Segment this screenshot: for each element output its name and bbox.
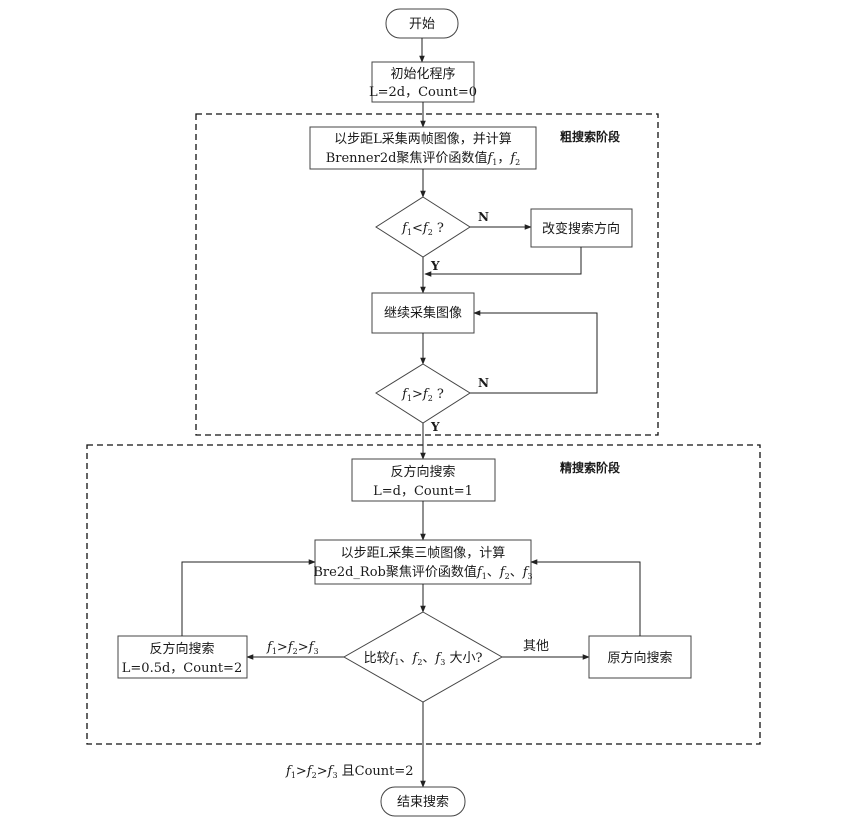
reverse2-line1: 反方向搜索 [149,641,214,657]
edge-label-desc: f1>f2>f3 [266,640,319,656]
coarse-stage-label: 粗搜索阶段 [560,129,621,144]
reverse1-line1: 反方向搜索 [390,464,455,480]
edge-reverse2-sample3 [181,559,316,636]
edge-label-n1: N [478,210,489,224]
sample2-line2: Brenner2d聚焦评价函数值f1，f2 [326,150,521,167]
orig-direction-node [588,635,692,679]
compare-label: 比较f1、f2、f3 大小? [364,651,483,667]
init-line1: 初始化程序 [390,67,455,82]
coarse-stage-frame [195,113,659,436]
start-label: 开始 [409,17,435,32]
sample2-node [309,126,537,170]
edge-orig-sample3 [530,559,641,636]
edge-label-end-cond: f1>f2>f3 且Count=2 [285,764,414,780]
edge-label-n2: N [478,376,489,390]
edge-label-y1: Y [430,259,440,273]
orig-direction-label: 原方向搜索 [607,650,672,666]
edge-decision2-loop [470,310,598,394]
continue-sample-node [371,292,475,334]
sample3-line2: Bre2d_Rob聚焦评价函数值f1、f2、f3 [313,564,532,581]
end-label: 结束搜索 [397,795,449,810]
reverse1-node [351,458,496,502]
decision2-label: f1>f2 ? [401,387,444,403]
sample2-line1: 以步距L采集两帧图像，并计算 [334,131,512,147]
change-direction-label: 改变搜索方向 [542,221,620,237]
edge-label-others: 其他 [523,639,549,654]
change-direction-node [530,208,633,248]
continue-sample-label: 继续采集图像 [384,305,462,321]
fine-stage-frame [86,444,761,745]
decision1-label: f1<f2 ? [401,221,444,237]
edge-label-y2: Y [430,420,440,434]
edge-change-merge [424,247,582,277]
sample3-line1: 以步距L采集三帧图像，计算 [341,545,506,561]
reverse1-line2: L=d，Count=1 [373,484,473,499]
fine-stage-label: 精搜索阶段 [560,460,621,475]
init-line2: L=2d，Count=0 [369,85,477,100]
reverse2-line2: L=0.5d，Count=2 [122,661,242,676]
end-node [380,786,466,817]
